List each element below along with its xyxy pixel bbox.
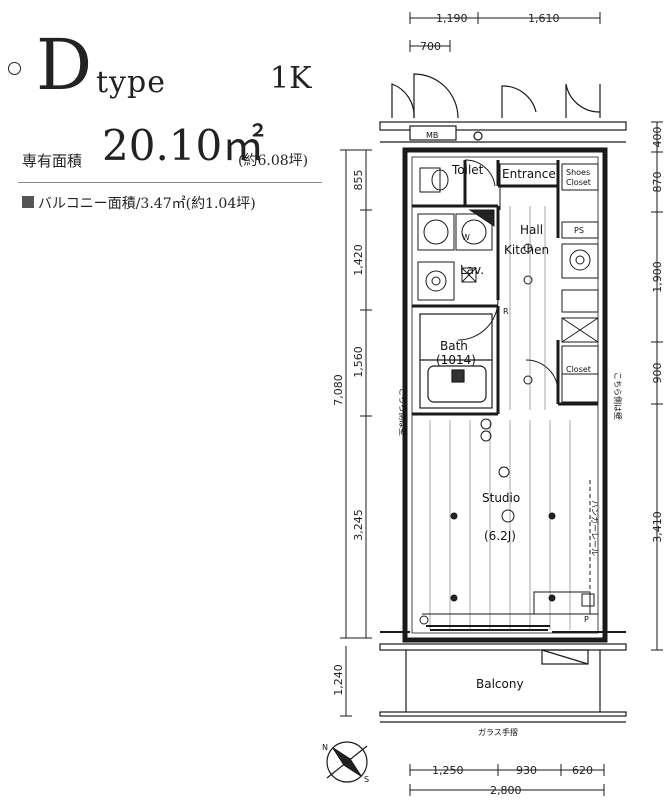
dim-bottom-3: 620	[572, 764, 593, 777]
label-left-wall-note: こちら側は壁	[398, 388, 408, 436]
dim-top-1: 1,190	[436, 12, 468, 25]
room-ps: PS	[574, 226, 584, 235]
type-letter: D	[36, 24, 93, 106]
label-p: P	[584, 615, 589, 624]
layout-name: 1K	[270, 61, 312, 96]
upper-wall-band	[379, 121, 627, 143]
bottom-dimensions	[409, 764, 605, 796]
area-label: 専有面積	[22, 152, 83, 170]
balcony-windows	[380, 625, 626, 633]
unit-outer-walls	[402, 147, 608, 643]
label-mb: MB	[426, 131, 438, 140]
dim-top-3: 700	[420, 40, 441, 53]
header-divider	[18, 182, 322, 183]
room-toilet: Toilet	[451, 163, 484, 177]
dim-right-4: 900	[651, 363, 664, 384]
label-right-wall-note: こちら側は壁	[613, 372, 623, 420]
washer-fixture	[417, 209, 495, 251]
compass-s: S	[364, 775, 369, 784]
label-w: W	[462, 233, 470, 242]
room-studio-size: (6.2J)	[484, 529, 516, 543]
compass-n: N	[322, 743, 328, 752]
dim-left-1: 855	[352, 170, 365, 191]
room-studio: Studio	[482, 491, 520, 505]
balcony-area	[379, 643, 627, 723]
kitchen-fixture	[523, 243, 599, 343]
room-labels: Toilet Entrance Shoes Closet Hall PS Kit…	[436, 163, 591, 691]
dim-top-2: 1,610	[528, 12, 560, 25]
left-dimensions	[340, 149, 372, 717]
dim-left-balcony: 1,240	[332, 664, 345, 696]
dim-right-1: 400	[651, 127, 664, 148]
right-dimensions	[651, 121, 663, 651]
dim-bottom-2: 930	[516, 764, 537, 777]
room-kitchen: Kitchen	[504, 243, 549, 257]
dim-right-2: 870	[651, 172, 664, 193]
entrance-area	[499, 163, 599, 239]
dim-bottom-1: 1,250	[432, 764, 464, 777]
area-sub: (約6.08坪)	[238, 153, 309, 169]
room-bath: Bath	[440, 339, 468, 353]
compass-rose-icon	[326, 741, 368, 783]
label-r: R	[503, 307, 509, 316]
label-glass-rail: ガラス手摺	[478, 727, 518, 737]
room-closet: Closet	[566, 365, 591, 374]
dim-left-3: 1,560	[352, 346, 365, 378]
balcony-area: バルコニー面積/3.47㎡(約1.04坪)	[38, 196, 256, 212]
room-entrance: Entrance	[502, 167, 556, 181]
studio-floor	[429, 206, 571, 630]
lavatory-fixture	[417, 261, 499, 341]
dimension-labels: 1,190 1,610 700 855 1,420 1,560 3,245 7,…	[332, 12, 664, 797]
dim-left-total: 7,080	[332, 374, 345, 406]
type-word: type	[96, 65, 166, 100]
bullet-circle-icon	[8, 62, 21, 75]
room-bath-size: (1014)	[436, 353, 476, 367]
room-balcony: Balcony	[476, 677, 524, 691]
misc-labels: MB W R P こちら側は壁 こちら側は壁 ハンガーレール ガラス手摺 N S	[322, 131, 623, 784]
studio-fixtures	[419, 418, 598, 625]
room-hall: Hall	[520, 223, 543, 237]
dim-right-5: 3,410	[651, 511, 664, 543]
bathtub-fixture	[419, 313, 493, 409]
dim-left-2: 1,420	[352, 244, 365, 276]
label-hanger-rail: ハンガーレール	[590, 500, 600, 556]
closet-fixture	[523, 345, 599, 403]
area-value: 20.10㎡	[102, 121, 265, 170]
room-shoes-closet-line1: Shoes	[566, 168, 590, 177]
dim-left-4: 3,245	[352, 509, 365, 541]
toilet-fixture	[419, 159, 496, 193]
room-lav: Lav.	[460, 263, 484, 277]
interior-walls	[412, 160, 598, 416]
corridor-doors	[391, 73, 601, 119]
balcony-square-icon	[22, 196, 34, 208]
room-shoes-closet-line2: Closet	[566, 178, 591, 187]
top-dimensions	[409, 12, 601, 52]
dim-right-3: 1,900	[651, 261, 664, 293]
dim-bottom-total: 2,800	[490, 784, 522, 797]
